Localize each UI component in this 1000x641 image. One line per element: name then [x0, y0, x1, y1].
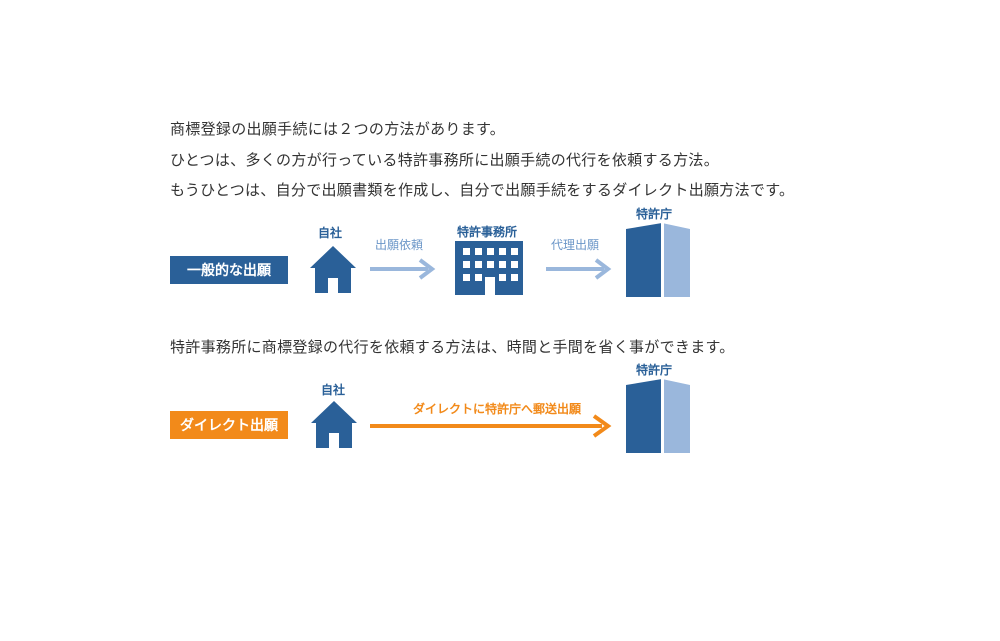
intro-line-1: 商標登録の出願手続には２つの方法があります。 [170, 120, 506, 138]
middle-text: 特許事務所に商標登録の代行を依頼する方法は、時間と手間を省く事ができます。 [170, 338, 735, 356]
office-building-icon [455, 241, 523, 295]
general-jpo-label: 特許庁 [636, 207, 673, 221]
direct-self-label: 自社 [321, 383, 346, 397]
request-arrow [370, 258, 436, 280]
proxy-arrow [546, 258, 612, 280]
house-icon [311, 401, 357, 448]
direct-mail-arrow [370, 414, 612, 438]
office-label: 特許事務所 [457, 225, 518, 239]
patent-office-building-icon [626, 223, 690, 297]
direct-jpo-label: 特許庁 [636, 363, 673, 377]
general-filing-badge: 一般的な出願 [170, 256, 288, 284]
intro-line-3: もうひとつは、自分で出願書類を作成し、自分で出願手続をするダイレクト出願方法です… [170, 181, 795, 199]
patent-office-building-icon [626, 379, 690, 453]
intro-line-2: ひとつは、多くの方が行っている特許事務所に出願手続の代行を依頼する方法。 [170, 151, 720, 169]
direct-filing-badge: ダイレクト出願 [170, 411, 288, 439]
general-self-label: 自社 [318, 226, 343, 240]
request-arrow-label: 出願依頼 [375, 238, 424, 252]
house-icon [310, 246, 356, 293]
direct-arrow-label: ダイレクトに特許庁へ郵送出願 [413, 402, 582, 416]
proxy-arrow-label: 代理出願 [551, 238, 600, 252]
